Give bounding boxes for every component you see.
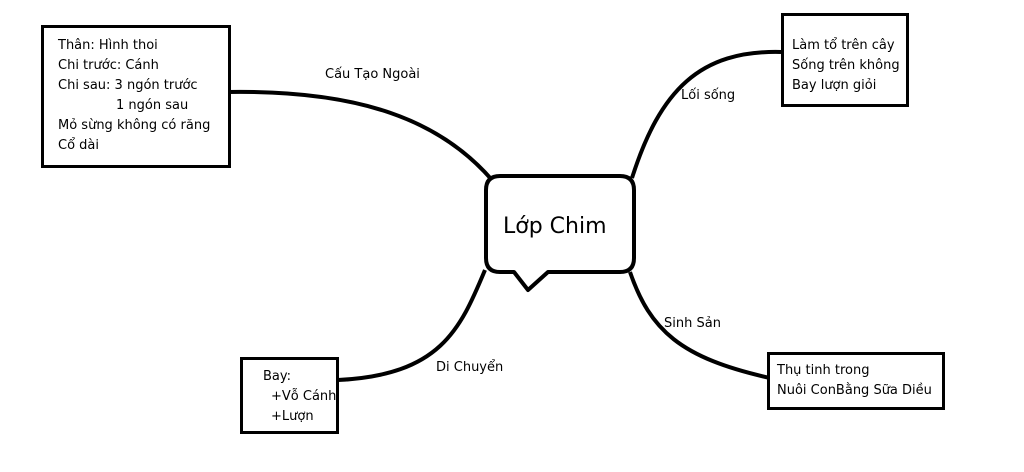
structure-line: Thân: Hình thoi	[58, 38, 158, 53]
movement-box: Bay: +Vỗ Cánh +Lượn	[240, 357, 339, 434]
lifestyle-line: Bay lượn giỏi	[792, 78, 877, 93]
lifestyle-line: Làm tổ trên cây	[792, 38, 895, 53]
connector-structure	[227, 89, 494, 182]
connector-reproduction	[628, 271, 771, 380]
structure-line: 1 ngón sau	[116, 98, 189, 113]
center-title: Lớp Chim	[503, 214, 607, 239]
reproduction-line: Nuôi ConBằng Sữa Diều	[777, 383, 932, 398]
center-node-shape	[484, 174, 636, 292]
branch-label-structure: Cấu Tạo Ngoài	[325, 67, 420, 82]
reproduction-box: Thụ tinh trong Nuôi ConBằng Sữa Diều	[767, 352, 945, 410]
structure-line: Cổ dài	[58, 138, 99, 153]
reproduction-line: Thụ tinh trong	[777, 363, 870, 378]
branch-label-reproduction: Sinh Sản	[664, 316, 721, 331]
movement-line: Bay:	[263, 369, 292, 384]
branch-label-lifestyle: Lối sống	[681, 88, 736, 103]
lifestyle-line: Sống trên không	[792, 58, 900, 73]
movement-line: +Lượn	[271, 409, 314, 424]
lifestyle-box: Làm tổ trên cây Sống trên không Bay lượn…	[781, 13, 909, 107]
connector-movement	[337, 269, 487, 382]
branch-label-movement: Di Chuyển	[436, 360, 504, 375]
movement-line: +Vỗ Cánh	[271, 389, 337, 404]
structure-box: Thân: Hình thoi Chi trước: Cánh Chi sau:…	[41, 25, 231, 168]
connector-lifestyle	[630, 49, 782, 179]
structure-line: Chi trước: Cánh	[58, 58, 159, 73]
structure-line: Chi sau: 3 ngón trước	[58, 78, 198, 93]
structure-line: Mỏ sừng không có răng	[58, 118, 211, 133]
